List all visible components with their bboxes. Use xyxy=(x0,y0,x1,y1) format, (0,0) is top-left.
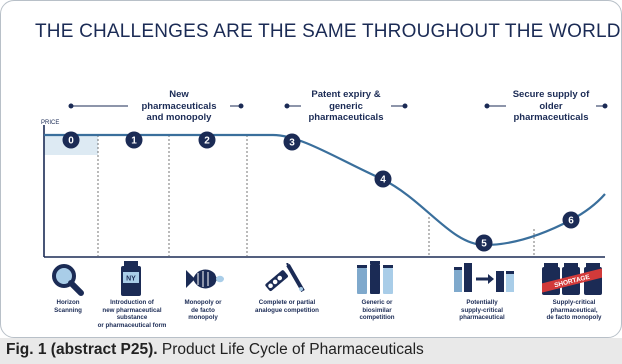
svg-text:3: 3 xyxy=(289,138,295,149)
stage-marker-5: 5 xyxy=(475,234,493,252)
svg-text:6: 6 xyxy=(568,216,574,227)
stage-marker-3: 3 xyxy=(283,133,301,151)
life-cycle-chart: 0 1 2 3 4 5 6 xyxy=(43,103,608,258)
vials-arrow-icon xyxy=(454,263,514,292)
shortage-vials-icon: SHORTAGE xyxy=(542,263,602,295)
stage-divider-lines xyxy=(97,135,535,256)
svg-text:4: 4 xyxy=(380,175,386,186)
caption-bar xyxy=(0,338,622,364)
stage-marker-6: 6 xyxy=(562,211,580,229)
svg-text:NY: NY xyxy=(126,276,136,283)
figure-frame: THE CHALLENGES ARE THE SAME THROUGHOUT T… xyxy=(0,0,622,338)
generic-vials-icon xyxy=(357,261,393,294)
phase-bracket-3 xyxy=(484,103,608,109)
caption-text: Product Life Cycle of Pharmaceuticals xyxy=(157,341,424,358)
svg-text:1: 1 xyxy=(131,136,137,147)
svg-text:5: 5 xyxy=(481,239,487,250)
svg-text:2: 2 xyxy=(204,136,210,147)
phase-bracket-1 xyxy=(68,103,244,109)
caption-label: Fig. 1 (abstract P25). xyxy=(6,341,158,358)
stage-marker-1: 1 xyxy=(125,131,143,149)
magnifier-icon xyxy=(52,264,84,296)
stage-marker-2: 2 xyxy=(198,131,216,149)
ny-vial-icon: NY xyxy=(121,261,141,296)
fish-icon xyxy=(186,269,224,289)
price-curve xyxy=(44,133,606,247)
pills-syringe-icon xyxy=(265,263,305,292)
price-axis-label: PRICE xyxy=(41,120,60,126)
phase-bracket-2 xyxy=(284,103,408,109)
stage-marker-0: 0 xyxy=(62,131,80,149)
figure-caption: Fig. 1 (abstract P25). Product Life Cycl… xyxy=(6,341,424,359)
svg-text:0: 0 xyxy=(68,136,74,147)
stage-marker-4: 4 xyxy=(374,170,392,188)
figure-title: THE CHALLENGES ARE THE SAME THROUGHOUT T… xyxy=(35,21,621,42)
